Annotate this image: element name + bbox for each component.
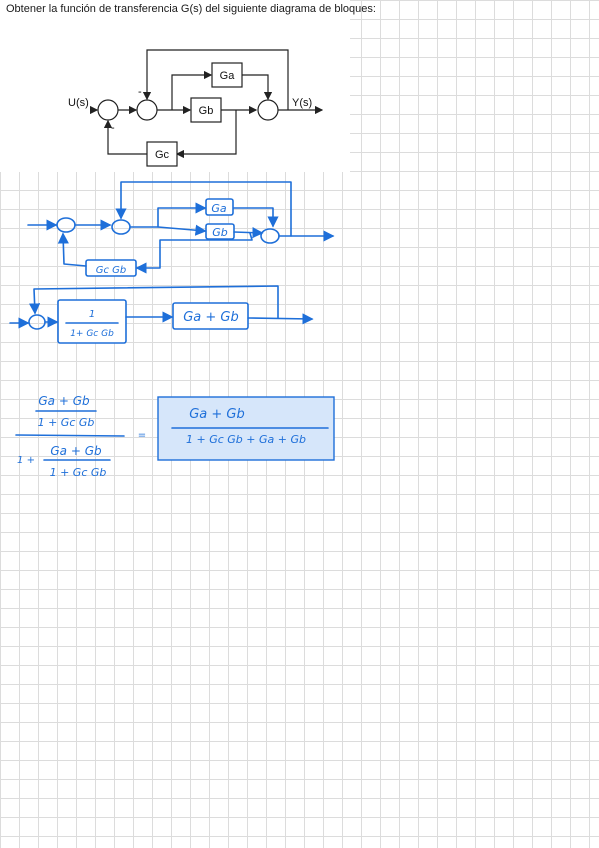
minus-sign-feedback: - xyxy=(111,122,115,134)
sketch1-path-to-gcgb xyxy=(135,232,253,274)
sketch1-gb-label: Gb xyxy=(212,226,228,239)
outer-feedback-path xyxy=(142,49,289,110)
sketch1-inner-feedback xyxy=(57,232,87,267)
block-diagram: U(s) Y(s) Ga Gb Gc - - xyxy=(68,49,324,167)
final-numerator: Ga + Gb xyxy=(189,407,245,422)
sketch1-ga-label: Ga xyxy=(211,202,227,215)
sketch1-outer-feedback xyxy=(115,181,292,237)
sketch2-denominator: 1+ Gc Gb xyxy=(70,329,114,339)
sketch1-arrow-ga-j3 xyxy=(233,207,279,228)
gb-label: Gb xyxy=(199,105,214,117)
result-derivation: Ga + Gb 1 + Gc Gb 1 + Ga + Gb 1 + Gc Gb … xyxy=(15,394,335,479)
sketch1-junction-1 xyxy=(56,217,76,233)
sketch1-arrow-gb-j3 xyxy=(233,227,264,239)
summing-junction-2 xyxy=(136,99,158,121)
sketch1-gcgb-label: Gc Gb xyxy=(96,265,127,276)
sketch1-junction-2 xyxy=(111,219,131,235)
summing-junction-1 xyxy=(97,99,119,121)
gc-label: Gc xyxy=(155,149,170,161)
sketch2-feedback xyxy=(29,285,279,319)
sketch2-sum-block xyxy=(172,302,249,330)
lower-prefix: 1 + xyxy=(17,455,35,466)
minus-sign-outer: - xyxy=(138,86,142,98)
inner-denominator: 1 + Gc Gb xyxy=(38,416,95,429)
gc-block xyxy=(146,141,178,167)
sketch1-path-to-ga xyxy=(129,202,207,228)
sketch2-output-arrow xyxy=(247,313,314,325)
inner-numerator: Ga + Gb xyxy=(38,394,90,408)
ga-block xyxy=(211,62,243,88)
equals-sign: = xyxy=(138,430,146,441)
problem-statement: Obtener la función de transferencia G(s)… xyxy=(6,3,376,15)
lower-denominator: 1 + Gc Gb xyxy=(50,466,107,479)
sketch2-closed-loop-block xyxy=(57,299,127,344)
output-label: Y(s) xyxy=(292,97,312,109)
sketch-reduced-diagram-2: 1 1+ Gc Gb Ga + Gb xyxy=(9,285,314,344)
branch-to-ga xyxy=(171,70,213,110)
sketch2-junction xyxy=(28,314,46,330)
final-denominator: 1 + Gc Gb + Ga + Gb xyxy=(186,433,306,446)
sketch1-ga-block xyxy=(205,198,234,216)
input-label: U(s) xyxy=(68,97,89,109)
sketch1-gcgb-block xyxy=(85,259,137,277)
summing-junction-3 xyxy=(257,99,279,121)
sketch1-path-to-gb xyxy=(157,224,207,236)
path-to-gc xyxy=(175,110,237,159)
sketch2-sum-label: Ga + Gb xyxy=(183,310,239,325)
ga-label: Ga xyxy=(220,70,236,82)
sketch-reduced-diagram-1: Ga Gb Gc Gb xyxy=(27,181,335,277)
main-fraction-bar xyxy=(15,434,125,437)
gc-feedback-path xyxy=(103,119,147,155)
sketch2-numerator: 1 xyxy=(89,309,95,320)
lower-numerator: Ga + Gb xyxy=(50,444,102,458)
arrow-ga-to-s3 xyxy=(242,74,273,101)
gb-block xyxy=(190,97,222,123)
sketch1-junction-3 xyxy=(260,228,280,244)
